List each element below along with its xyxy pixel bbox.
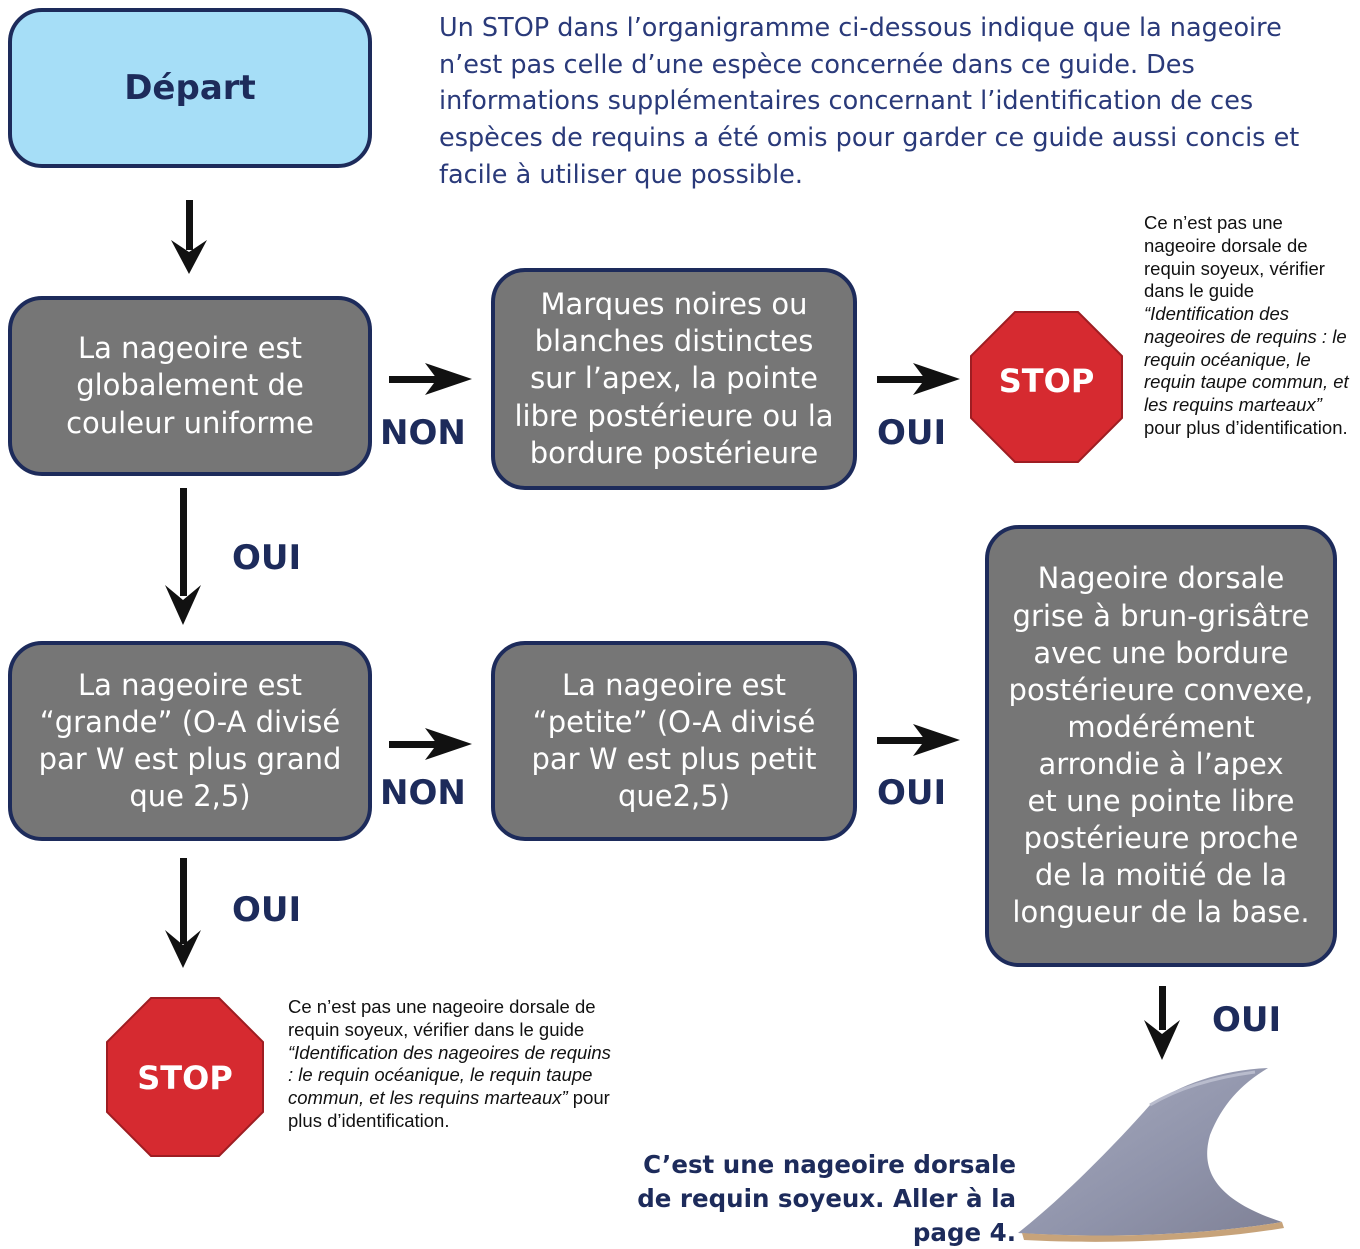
- question-uniform-color: La nageoire est globalement de couleur u…: [8, 296, 372, 476]
- question-large-fin: La nageoire est “grande” (O-A divisé par…: [8, 641, 372, 841]
- question-distinct-marks: Marques noires ou blanches distinctes su…: [491, 268, 857, 490]
- stop-sign-bottom: [102, 993, 268, 1161]
- description-silky-fin: Nageoire dorsale grise à brun-grisâtre a…: [985, 525, 1337, 967]
- stop-label-bottom: STOP: [137, 1059, 233, 1097]
- conclusion-text: C’est une nageoire dorsale de requin soy…: [637, 1150, 1016, 1247]
- intro-text: Un STOP dans l’organigramme ci-dessous i…: [439, 13, 1300, 190]
- arrow-down-1: [171, 200, 207, 274]
- arrow-right-1: [389, 363, 472, 395]
- arrow-down-4: [1144, 986, 1180, 1060]
- label-oui-1: OUI: [877, 413, 947, 453]
- stop-note-bottom-end: pour plus d’identification.: [288, 1087, 610, 1131]
- label-oui-4: OUI: [232, 890, 302, 930]
- stop-sign-top: [966, 307, 1127, 467]
- arrow-down-2: [165, 488, 201, 625]
- stop-note-top-text: Ce n’est pas une nageoire dorsale de req…: [1144, 212, 1325, 302]
- arrow-right-4: [877, 724, 960, 756]
- label-oui-2: OUI: [232, 538, 302, 578]
- arrow-right-2: [877, 363, 960, 395]
- stop-note-top-guide-title: “Identification des nageoires de requins…: [1144, 303, 1349, 415]
- stop-note-bottom-text: Ce n’est pas une nageoire dorsale de req…: [288, 996, 596, 1040]
- label-oui-3: OUI: [877, 773, 947, 813]
- arrow-right-3: [389, 728, 472, 760]
- label-oui-5: OUI: [1212, 1000, 1282, 1040]
- stop-label-top: STOP: [998, 362, 1095, 400]
- stop-note-top-end: pour plus d’identification.: [1144, 416, 1348, 438]
- arrow-down-3: [165, 858, 201, 968]
- question-small-fin: La nageoire est “petite” (O-A divisé par…: [491, 641, 857, 841]
- start-node: Départ: [8, 8, 372, 168]
- label-non-2: NON: [380, 773, 466, 813]
- stop-note-bottom: Ce n’est pas une nageoire dorsale de req…: [288, 996, 620, 1133]
- stop-note-bottom-guide-title: “Identification des nageoires de requins…: [288, 1041, 611, 1109]
- stop-note-top: Ce n’est pas une nageoire dorsale de req…: [1144, 212, 1356, 440]
- shark-fin-image: [1018, 1068, 1284, 1242]
- label-non-1: NON: [380, 413, 466, 453]
